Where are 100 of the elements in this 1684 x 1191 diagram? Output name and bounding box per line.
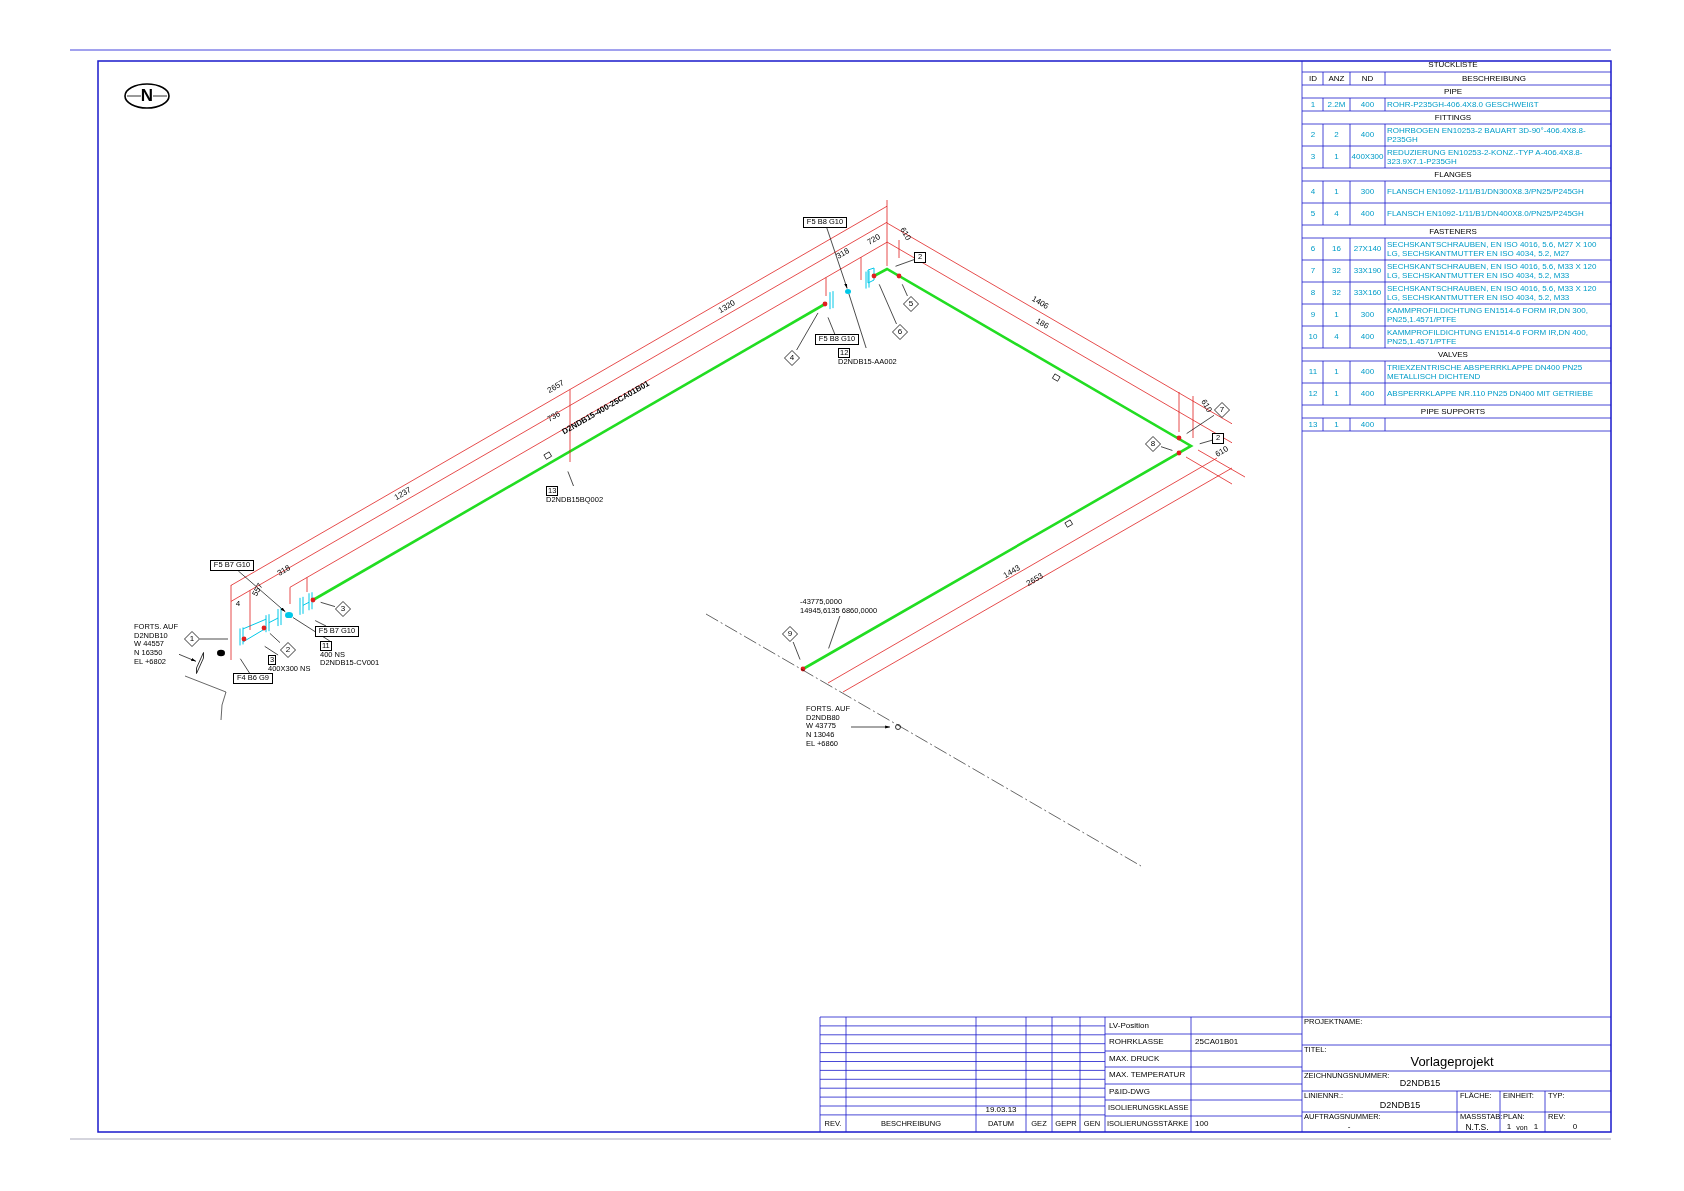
column-heading: ANZ	[1327, 72, 1346, 85]
parts-value: 400	[1359, 331, 1376, 344]
leader-line	[264, 646, 279, 656]
section-heading: FASTENERS	[1428, 225, 1478, 238]
callout-diamond: 3	[335, 601, 351, 617]
parts-value: 1	[1333, 418, 1340, 431]
leader-line	[269, 633, 281, 643]
leader-line	[314, 620, 327, 627]
flange-symbol	[196, 652, 204, 674]
callout-diamond: 1	[184, 631, 200, 647]
section-heading: FITTINGS	[1433, 111, 1473, 124]
parts-description: ABSPERRKLAPPE NR.110 PN25 DN400 MIT GETRIEBE	[1386, 388, 1594, 401]
column-heading: BESCHREIBUNG	[1461, 72, 1527, 85]
parts-value: 2	[1309, 129, 1317, 142]
parts-value: 400	[1359, 208, 1376, 221]
column-heading: ND	[1360, 72, 1375, 85]
north-symbol: N	[124, 83, 170, 109]
parts-description: ROHRBOGEN EN10253-2 BAUART 3D-90°-406.4X8.8-P235GH	[1386, 124, 1587, 146]
parts-value: 3	[1309, 151, 1317, 164]
field-value: N.T.S.	[1465, 1122, 1489, 1131]
dimension-label: 610	[1199, 398, 1213, 414]
callout-diamond: 4	[784, 350, 800, 366]
dimension-label: 736	[546, 410, 562, 424]
parts-description: TRIEXZENTRISCHE ABSPERRKLAPPE DN400 PN25 METALLISCH DICHTEND	[1386, 361, 1584, 383]
field-value: D2NDB15	[1399, 1078, 1441, 1088]
leader-line	[1160, 446, 1173, 451]
parts-value: 1	[1333, 388, 1340, 401]
parts-value: 400X300	[1350, 151, 1385, 164]
parts-description: KAMMPROFILDICHTUNG EN1514-6 FORM IR,DN 400, PN25,1.4571/PTFE	[1386, 326, 1589, 348]
parts-value: 1	[1309, 98, 1317, 111]
section-heading: FLANGES	[1433, 168, 1473, 181]
field-value: 25CA01B01	[1195, 1038, 1239, 1046]
valve-symbol	[285, 611, 293, 619]
parts-value: 400	[1359, 388, 1376, 401]
dimension-label: 318	[835, 247, 851, 261]
dimension-label: 318	[276, 564, 292, 578]
parts-value: 33X190	[1352, 265, 1383, 278]
parts-value: 400	[1359, 129, 1376, 142]
dimension-label: 610	[1214, 445, 1230, 459]
parts-value: 32	[1331, 287, 1342, 300]
callout-diamond: 6	[892, 324, 908, 340]
field-label: ROHRKLASSE	[1109, 1038, 1164, 1046]
field-value: D2NDB15	[1379, 1100, 1421, 1110]
parts-value: 400	[1359, 418, 1376, 431]
parts-value: 300	[1359, 186, 1376, 199]
leader-line	[848, 293, 867, 349]
leader-line	[796, 312, 819, 351]
parts-value: 12	[1307, 388, 1319, 401]
parts-value: 6	[1309, 243, 1317, 256]
leader-line	[320, 601, 336, 607]
field-label: MAX. TEMPERATUR	[1109, 1071, 1186, 1079]
dimension-label: 2653	[1025, 572, 1045, 588]
leader-line	[828, 615, 841, 649]
parts-value: 9	[1309, 309, 1317, 322]
dimension-label: 610	[898, 226, 912, 242]
callout-diamond: 2	[280, 642, 296, 658]
callout-diamond: 7	[1214, 402, 1230, 418]
parts-description: REDUZIERUNG EN10253-2-KONZ.-TYP A-406.4X8.8-323.9X7.1-P235GH	[1386, 146, 1584, 168]
leader-line	[878, 283, 897, 325]
parts-value: 27X140	[1352, 243, 1383, 256]
field-value: 1	[1533, 1122, 1539, 1131]
parts-value: 1	[1333, 309, 1340, 322]
parts-value: 32	[1331, 265, 1342, 278]
field-label: LV-Position	[1109, 1022, 1149, 1030]
field-value: 100	[1195, 1120, 1209, 1128]
dimension-label: 557	[251, 582, 265, 598]
leader-line	[567, 471, 574, 487]
parts-value: 2.2M	[1326, 98, 1347, 111]
parts-value: 2	[1333, 129, 1340, 142]
parts-value: 33X160	[1352, 287, 1383, 300]
parts-value: 1	[1333, 151, 1340, 164]
parts-value: 300	[1359, 309, 1376, 322]
parts-description: FLANSCH EN1092-1/11/B1/DN400X8.0/PN25/P245GH	[1386, 208, 1585, 221]
leader-line	[199, 638, 229, 640]
leader-line	[895, 259, 915, 267]
parts-value: 7	[1309, 265, 1317, 278]
parts-value: 1	[1333, 186, 1340, 199]
column-heading: ID	[1308, 72, 1318, 85]
parts-description: SECHSKANTSCHRAUBEN, EN ISO 4016, 5.6, M33 X 120 LG, SECHSKANTMUTTER EN ISO 4034, 5.2, M33	[1386, 282, 1598, 304]
parts-value: 4	[1333, 208, 1340, 221]
dimension-label: 1320	[717, 299, 737, 315]
parts-value: 5	[1309, 208, 1317, 221]
field-value: 0	[1572, 1122, 1578, 1131]
callout-diamond: 9	[782, 626, 798, 642]
callout-diamond: 5	[903, 296, 919, 312]
parts-description: ROHR-P235GH-406.4X8.0 GESCHWEIßT	[1386, 98, 1540, 111]
field-value: 19.03.13	[985, 1106, 1017, 1114]
leader-line	[1186, 414, 1215, 434]
parts-value: 1	[1333, 366, 1340, 379]
parts-description: SECHSKANTSCHRAUBEN, EN ISO 4016, 5.6, M33 X 120 LG, SECHSKANTMUTTER EN ISO 4034, 5.2, M33	[1386, 260, 1598, 282]
dimension-label: 186	[1034, 317, 1050, 331]
parts-value: 4	[1333, 331, 1340, 344]
section-heading: PIPE SUPPORTS	[1419, 405, 1487, 418]
field-label: P&ID-DWG	[1109, 1088, 1150, 1096]
parts-value: 400	[1359, 98, 1376, 111]
leader-line	[901, 283, 908, 297]
parts-value: 13	[1307, 418, 1319, 431]
leader-line	[1199, 439, 1213, 445]
drawing-title: Vorlageprojekt	[1410, 1054, 1494, 1068]
dimension-label: 1443	[1002, 564, 1022, 580]
